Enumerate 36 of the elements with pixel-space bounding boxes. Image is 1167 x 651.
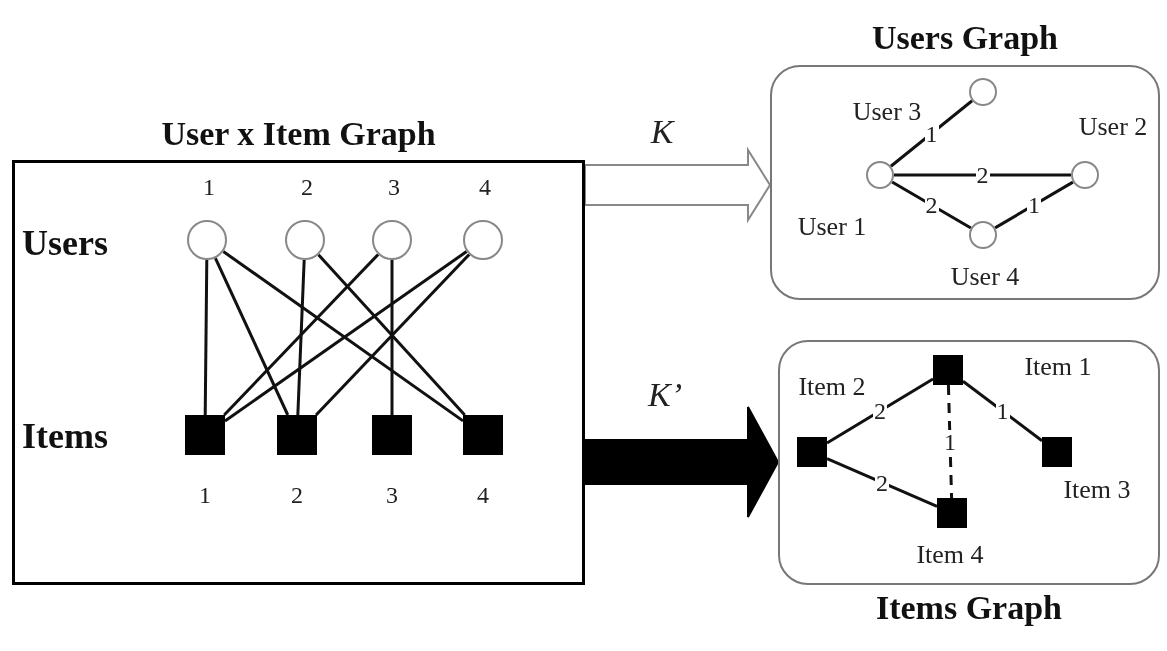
connector-line — [946, 384, 954, 499]
connector-line — [390, 260, 394, 415]
row-label: Items — [22, 415, 108, 457]
node-label: Item 3 — [1063, 477, 1131, 503]
node-label: 2 — [301, 175, 313, 199]
node-label: 2 — [291, 483, 303, 507]
panel-title: Items Graph — [874, 589, 1064, 627]
node-label: 4 — [479, 175, 491, 199]
node-label: User 2 — [1078, 114, 1148, 140]
connector-line — [223, 253, 380, 417]
node-label: User 1 — [797, 214, 867, 240]
node-label: Item 1 — [1024, 354, 1092, 380]
node-label: Item 2 — [798, 374, 866, 400]
node-label: 3 — [388, 175, 400, 199]
node-label: 1 — [199, 483, 211, 507]
block-arrow — [584, 146, 772, 224]
block-arrow — [584, 406, 780, 518]
node-label: Item 4 — [916, 542, 984, 568]
connector-line — [214, 257, 290, 416]
connector-line — [894, 173, 1071, 177]
node-label: 1 — [203, 175, 215, 199]
connector-line — [962, 380, 1043, 442]
connector-line — [203, 260, 209, 415]
connector-line — [994, 180, 1074, 230]
connector-line — [826, 457, 938, 508]
node-label: 3 — [386, 483, 398, 507]
connector-line — [296, 259, 306, 416]
connector-line — [889, 99, 974, 168]
panel-title: Users Graph — [870, 19, 1060, 57]
node-label: 4 — [477, 483, 489, 507]
row-label: Users — [22, 222, 108, 264]
connector-line — [891, 180, 972, 230]
node-label: User 4 — [950, 264, 1020, 290]
connector-line — [826, 377, 934, 445]
node-label: User 3 — [852, 99, 922, 125]
panel-title: User x Item Graph — [160, 115, 437, 153]
